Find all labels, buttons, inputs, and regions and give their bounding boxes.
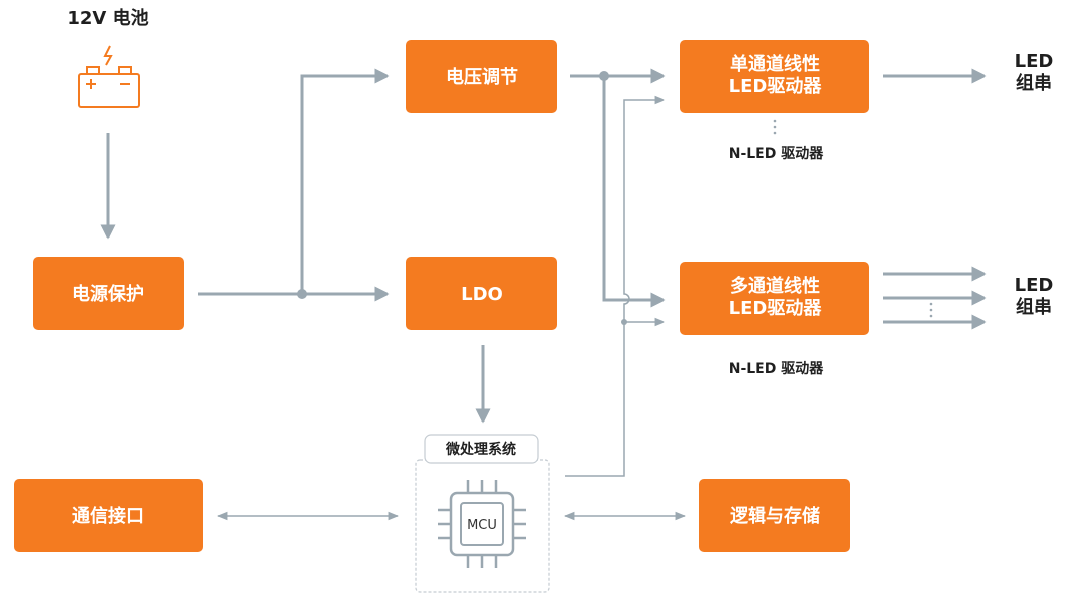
block-ldo[interactable]: LDO — [406, 257, 557, 330]
led-string-label: LED — [1015, 51, 1054, 72]
svg-text:LED驱动器: LED驱动器 — [729, 76, 823, 97]
block-communication-interface[interactable]: 通信接口 — [14, 479, 203, 552]
led-string-label: 组串 — [1016, 296, 1052, 318]
n-led-driver-label: N-LED 驱动器 — [729, 145, 825, 162]
block-power-protection[interactable]: 电源保护 — [33, 257, 184, 330]
battery-icon — [78, 45, 140, 108]
junction-dot — [599, 71, 609, 81]
svg-text:电源保护: 电源保护 — [72, 283, 144, 305]
svg-text:LED驱动器: LED驱动器 — [729, 298, 823, 319]
ellipsis-dots — [773, 119, 933, 318]
svg-text:逻辑与存储: 逻辑与存储 — [730, 505, 820, 527]
block-logic-storage[interactable]: 逻辑与存储 — [699, 479, 850, 552]
block-single-channel-led-driver[interactable]: 单通道线性 LED驱动器 — [680, 40, 869, 113]
battery-label: 12V 电池 — [67, 7, 148, 29]
svg-text:LDO: LDO — [461, 284, 503, 305]
mcu-subsystem[interactable]: 微处理系统 MCU — [415, 434, 550, 593]
svg-text:多通道线性: 多通道线性 — [730, 275, 820, 297]
svg-text:电压调节: 电压调节 — [446, 66, 518, 88]
junction-dot — [621, 319, 627, 325]
n-led-driver-label: N-LED 驱动器 — [729, 360, 825, 377]
junction-dot — [297, 289, 307, 299]
chip-icon — [438, 480, 526, 568]
block-multi-channel-led-driver[interactable]: 多通道线性 LED驱动器 — [680, 262, 869, 335]
svg-text:单通道线性: 单通道线性 — [730, 53, 820, 75]
connectors — [100, 68, 987, 424]
mcu-control-lines — [216, 95, 687, 521]
mcu-chip-label: MCU — [467, 518, 497, 533]
led-string-label: 组串 — [1016, 72, 1052, 94]
led-string-label: LED — [1015, 275, 1054, 296]
block-voltage-regulation[interactable]: 电压调节 — [406, 40, 557, 113]
mcu-system-label: 微处理系统 — [445, 441, 516, 458]
svg-text:通信接口: 通信接口 — [72, 505, 144, 527]
